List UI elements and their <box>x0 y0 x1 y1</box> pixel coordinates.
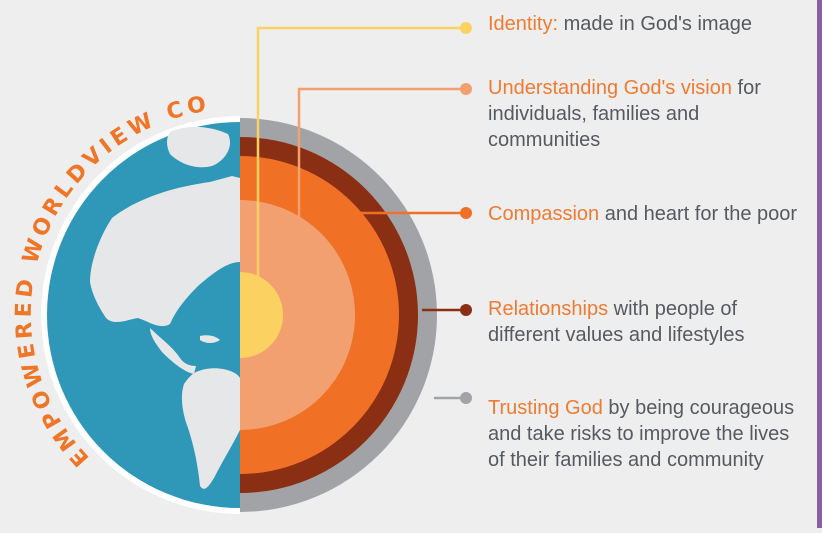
inner-core-layer <box>240 272 283 358</box>
understanding-text: for individuals, families and communitie… <box>488 77 761 151</box>
relationships-label: Relationships with people of different v… <box>488 296 808 348</box>
identity-dot <box>460 22 472 34</box>
relationships-dot <box>460 304 472 316</box>
globe-half <box>41 116 240 514</box>
identity-leader-line <box>256 26 466 280</box>
understanding-highlight: Understanding God's vision <box>488 77 732 99</box>
identity-label: Identity: made in God's image <box>488 11 808 37</box>
core-half <box>240 118 437 512</box>
compassion-highlight: Compassion <box>488 203 600 225</box>
continents <box>90 126 240 489</box>
trusting-highlight: Trusting God <box>488 397 603 419</box>
central-america <box>150 328 196 374</box>
leader-dots <box>460 22 472 404</box>
compassion-label: Compassion and heart for the poor <box>488 201 808 227</box>
identity-highlight: Identity: <box>488 13 559 35</box>
compassion-text: and heart for the poor <box>599 203 798 225</box>
trusting-label: Trusting God by being courageous and tak… <box>488 395 808 473</box>
compassion-dot <box>460 207 472 219</box>
south-america <box>181 368 240 489</box>
caribbean-island <box>200 335 220 343</box>
identity-text: made in God's image <box>558 13 752 35</box>
relationships-highlight: Relationships <box>488 298 609 320</box>
outer-core-layer <box>240 200 355 430</box>
understanding-leader-line <box>297 87 466 218</box>
right-border <box>817 0 822 528</box>
relationships-text: with people of different values and life… <box>488 298 745 346</box>
trusting-dot <box>460 392 472 404</box>
understanding-dot <box>460 83 472 95</box>
understanding-label: Understanding God's vision for individua… <box>488 75 808 153</box>
north-america <box>90 176 240 327</box>
trusting-text: by being courageous and take risks to im… <box>488 397 795 471</box>
greenland <box>167 126 231 168</box>
